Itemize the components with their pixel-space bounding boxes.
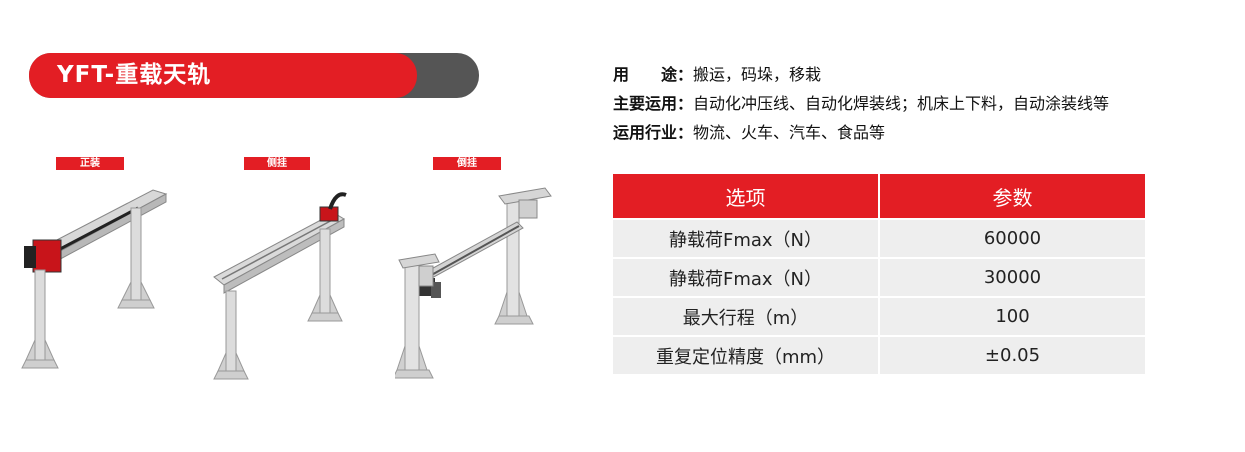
spec-key-industry: 运用行业： xyxy=(613,123,694,142)
variant-label-side: 侧挂 xyxy=(244,157,310,170)
spec-key-use: 用 途： xyxy=(613,65,694,84)
spec-value-industry: 物流、火车、汽车、食品等 xyxy=(693,123,886,142)
variant-label-inverted: 倒挂 xyxy=(433,157,501,170)
page-title: YFT-重载天轨 xyxy=(57,62,212,88)
table-cell-option: 重复定位精度（mm） xyxy=(613,335,878,374)
spec-value-use: 搬运，码垛，移栽 xyxy=(693,65,822,84)
table-cell-value: 60000 xyxy=(878,218,1145,257)
gantry-upright-image xyxy=(21,189,168,369)
variant-label-upright: 正装 xyxy=(56,157,124,170)
table-cell-option: 静载荷Fmax（N） xyxy=(613,218,878,257)
table-cell-option: 静载荷Fmax（N） xyxy=(613,257,878,296)
table-row: 最大行程（m） 100 xyxy=(613,296,1145,335)
table-cell-option: 最大行程（m） xyxy=(613,296,878,335)
table-cell-value: ±0.05 xyxy=(878,335,1145,374)
gantry-side-image xyxy=(213,192,347,380)
spec-row-use: 用 途：搬运，码垛，移栽 xyxy=(613,61,1109,90)
parameter-table: 选项 参数 静载荷Fmax（N） 60000 静载荷Fmax（N） 30000 … xyxy=(613,174,1145,374)
table-cell-value: 100 xyxy=(878,296,1145,335)
spec-value-application: 自动化冲压线、自动化焊装线；机床上下料，自动涂装线等 xyxy=(693,94,1110,113)
table-header-option: 选项 xyxy=(613,174,878,218)
table-header-value: 参数 xyxy=(878,174,1145,218)
table-cell-value: 30000 xyxy=(878,257,1145,296)
table-row: 静载荷Fmax（N） 60000 xyxy=(613,218,1145,257)
title-banner: YFT-重载天轨 xyxy=(29,53,479,98)
gantry-inverted-image xyxy=(395,187,552,379)
table-row: 静载荷Fmax（N） 30000 xyxy=(613,257,1145,296)
spec-row-industry: 运用行业：物流、火车、汽车、食品等 xyxy=(613,119,1109,148)
table-row: 重复定位精度（mm） ±0.05 xyxy=(613,335,1145,374)
table-header-row: 选项 参数 xyxy=(613,174,1145,218)
spec-row-application: 主要运用：自动化冲压线、自动化焊装线；机床上下料，自动涂装线等 xyxy=(613,90,1109,119)
spec-list: 用 途：搬运，码垛，移栽 主要运用：自动化冲压线、自动化焊装线；机床上下料，自动… xyxy=(613,61,1109,148)
spec-key-application: 主要运用： xyxy=(613,94,694,113)
title-banner-red: YFT-重载天轨 xyxy=(29,53,417,98)
